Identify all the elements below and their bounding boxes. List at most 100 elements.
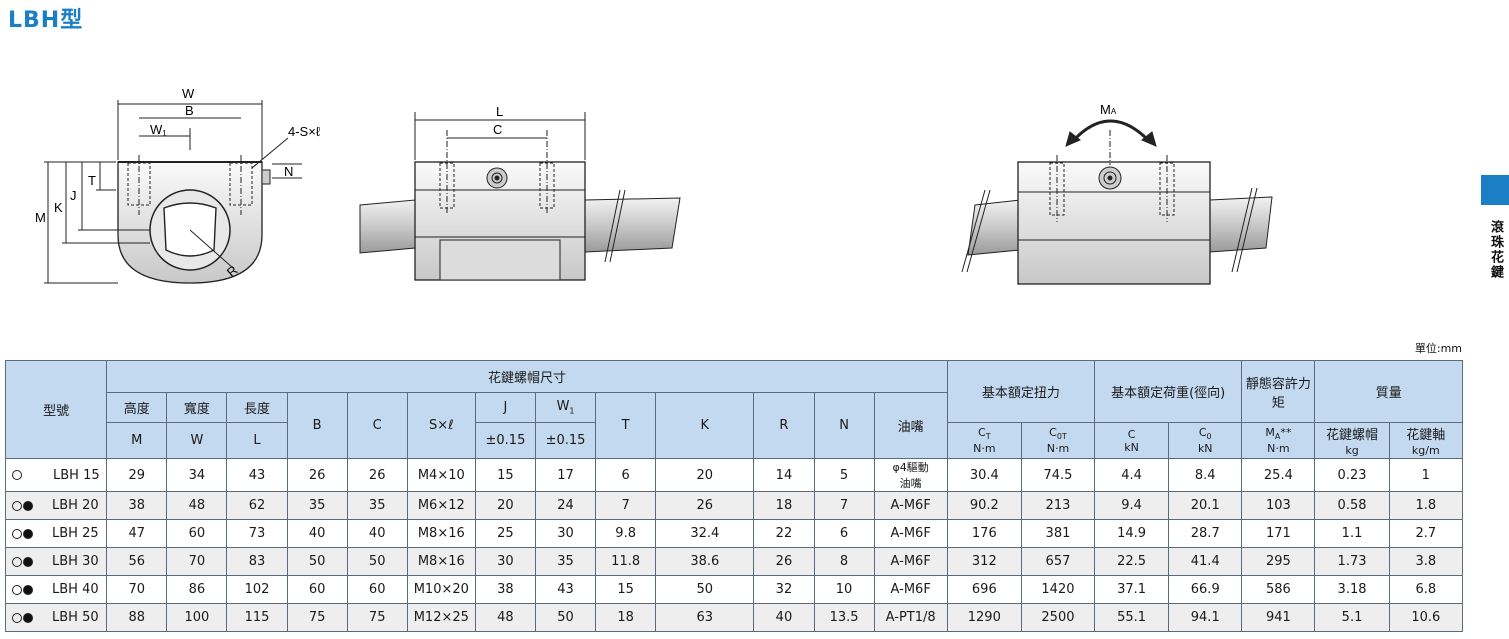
filled-circle-icon	[23, 556, 33, 567]
cell-CT: 312	[946, 547, 1022, 576]
cell-L: 73	[226, 519, 288, 548]
oil-line-2: 油嘴	[899, 477, 922, 490]
header-M: M	[106, 422, 168, 459]
cell-B: 50	[286, 547, 348, 576]
cell-model: LBH 25	[4, 519, 108, 548]
cell-C0T: 657	[1020, 547, 1096, 576]
cell-M: 29	[106, 458, 168, 492]
filled-circle-icon	[23, 584, 33, 595]
open-circle-icon	[12, 470, 22, 480]
dim-B: B	[185, 103, 194, 118]
cell-MA: 25.4	[1241, 458, 1316, 492]
cell-B: 26	[286, 458, 348, 492]
open-circle-icon	[12, 528, 22, 539]
cell-L: 115	[226, 603, 288, 632]
cell-J: 20	[474, 491, 536, 520]
cell-W: 60	[166, 519, 228, 548]
cell-C: 60	[346, 575, 408, 604]
cell-MA: 295	[1241, 547, 1316, 576]
dim-W1: W1	[150, 122, 167, 138]
oil-line-1: φ4驅動	[892, 461, 929, 474]
front-view	[44, 100, 302, 284]
cell-M: 38	[106, 491, 168, 520]
model-name: LBH 30	[52, 554, 99, 569]
cell-W1: 50	[534, 603, 597, 632]
model-name: LBH 15	[53, 467, 100, 483]
cell-nut: 1.1	[1314, 519, 1390, 548]
header-J: J	[474, 392, 536, 423]
cell-K: 50	[655, 575, 755, 604]
moment-view	[961, 119, 1273, 285]
cell-nut: 0.58	[1314, 491, 1390, 520]
header-J-tol: ±0.15	[474, 422, 536, 459]
cell-K: 20	[655, 458, 755, 492]
model-name: LBH 25	[52, 526, 99, 541]
cell-C: 75	[346, 603, 408, 632]
header-K: K	[655, 392, 755, 459]
cell-J: 30	[474, 547, 536, 576]
cell-oil: A-PT1/8	[873, 603, 948, 632]
header-moment: 靜態容許力矩	[1241, 360, 1316, 423]
cell-MA: 103	[1241, 491, 1316, 520]
cell-C0T: 1420	[1020, 575, 1096, 604]
technical-drawing: W B W1 4-S×ℓ N T J K M R L C	[35, 86, 1273, 285]
cell-Cr: 37.1	[1094, 575, 1170, 604]
cell-C: 50	[346, 547, 408, 576]
cell-CT: 90.2	[946, 491, 1022, 520]
cell-R: 26	[753, 547, 815, 576]
cell-model: LBH 15	[4, 458, 108, 492]
cell-CT: 1290	[946, 603, 1022, 632]
cell-shaft: 10.6	[1388, 603, 1464, 632]
cell-C0: 28.7	[1168, 519, 1243, 548]
filled-circle-icon	[23, 612, 33, 623]
cell-oil: φ4驅動油嘴	[873, 458, 948, 492]
header-nut-dimensions: 花鍵螺帽尺寸	[106, 360, 948, 393]
cell-W1: 35	[534, 547, 597, 576]
cell-R: 40	[753, 603, 815, 632]
cell-J: 15	[474, 458, 536, 492]
cell-shaft: 2.7	[1388, 519, 1464, 548]
section-tab-label: 滾珠花鍵	[1488, 220, 1503, 280]
cell-S: M8×16	[406, 519, 476, 548]
spec-table: 型號 花鍵螺帽尺寸 基本額定扭力 基本額定荷重(徑向) 靜態容許力矩 質量 高度…	[4, 360, 1464, 632]
cell-L: 102	[226, 575, 288, 604]
cell-CT: 30.4	[946, 458, 1022, 492]
cell-shaft: 6.8	[1388, 575, 1464, 604]
header-L: L	[226, 422, 288, 459]
dim-K: K	[54, 200, 63, 215]
cell-C: 26	[346, 458, 408, 492]
dim-W: W	[182, 86, 195, 101]
cell-N: 7	[813, 491, 875, 520]
cell-W: 34	[166, 458, 228, 492]
cell-B: 40	[286, 519, 348, 548]
cell-T: 11.8	[595, 547, 657, 576]
section-tab-marker	[1481, 175, 1509, 205]
cell-S: M4×10	[406, 458, 476, 492]
cell-C0T: 213	[1020, 491, 1096, 520]
cell-Cr: 14.9	[1094, 519, 1170, 548]
open-circle-icon	[12, 612, 22, 623]
cell-C0: 8.4	[1168, 458, 1243, 492]
dim-M: M	[35, 210, 46, 225]
cell-W1: 43	[534, 575, 597, 604]
cell-oil: A-M6F	[873, 575, 948, 604]
cell-Cr: 4.4	[1094, 458, 1170, 492]
cell-L: 62	[226, 491, 288, 520]
header-height: 高度	[106, 392, 168, 423]
cell-J: 48	[474, 603, 536, 632]
header-R: R	[753, 392, 815, 459]
cell-C0T: 381	[1020, 519, 1096, 548]
cell-CT: 696	[946, 575, 1022, 604]
cell-T: 9.8	[595, 519, 657, 548]
cell-shaft: 1.8	[1388, 491, 1464, 520]
cell-nut: 5.1	[1314, 603, 1390, 632]
cell-S: M8×16	[406, 547, 476, 576]
cell-K: 32.4	[655, 519, 755, 548]
cell-C: 35	[346, 491, 408, 520]
cell-W1: 24	[534, 491, 597, 520]
header-load: 基本額定荷重(徑向)	[1094, 360, 1243, 423]
